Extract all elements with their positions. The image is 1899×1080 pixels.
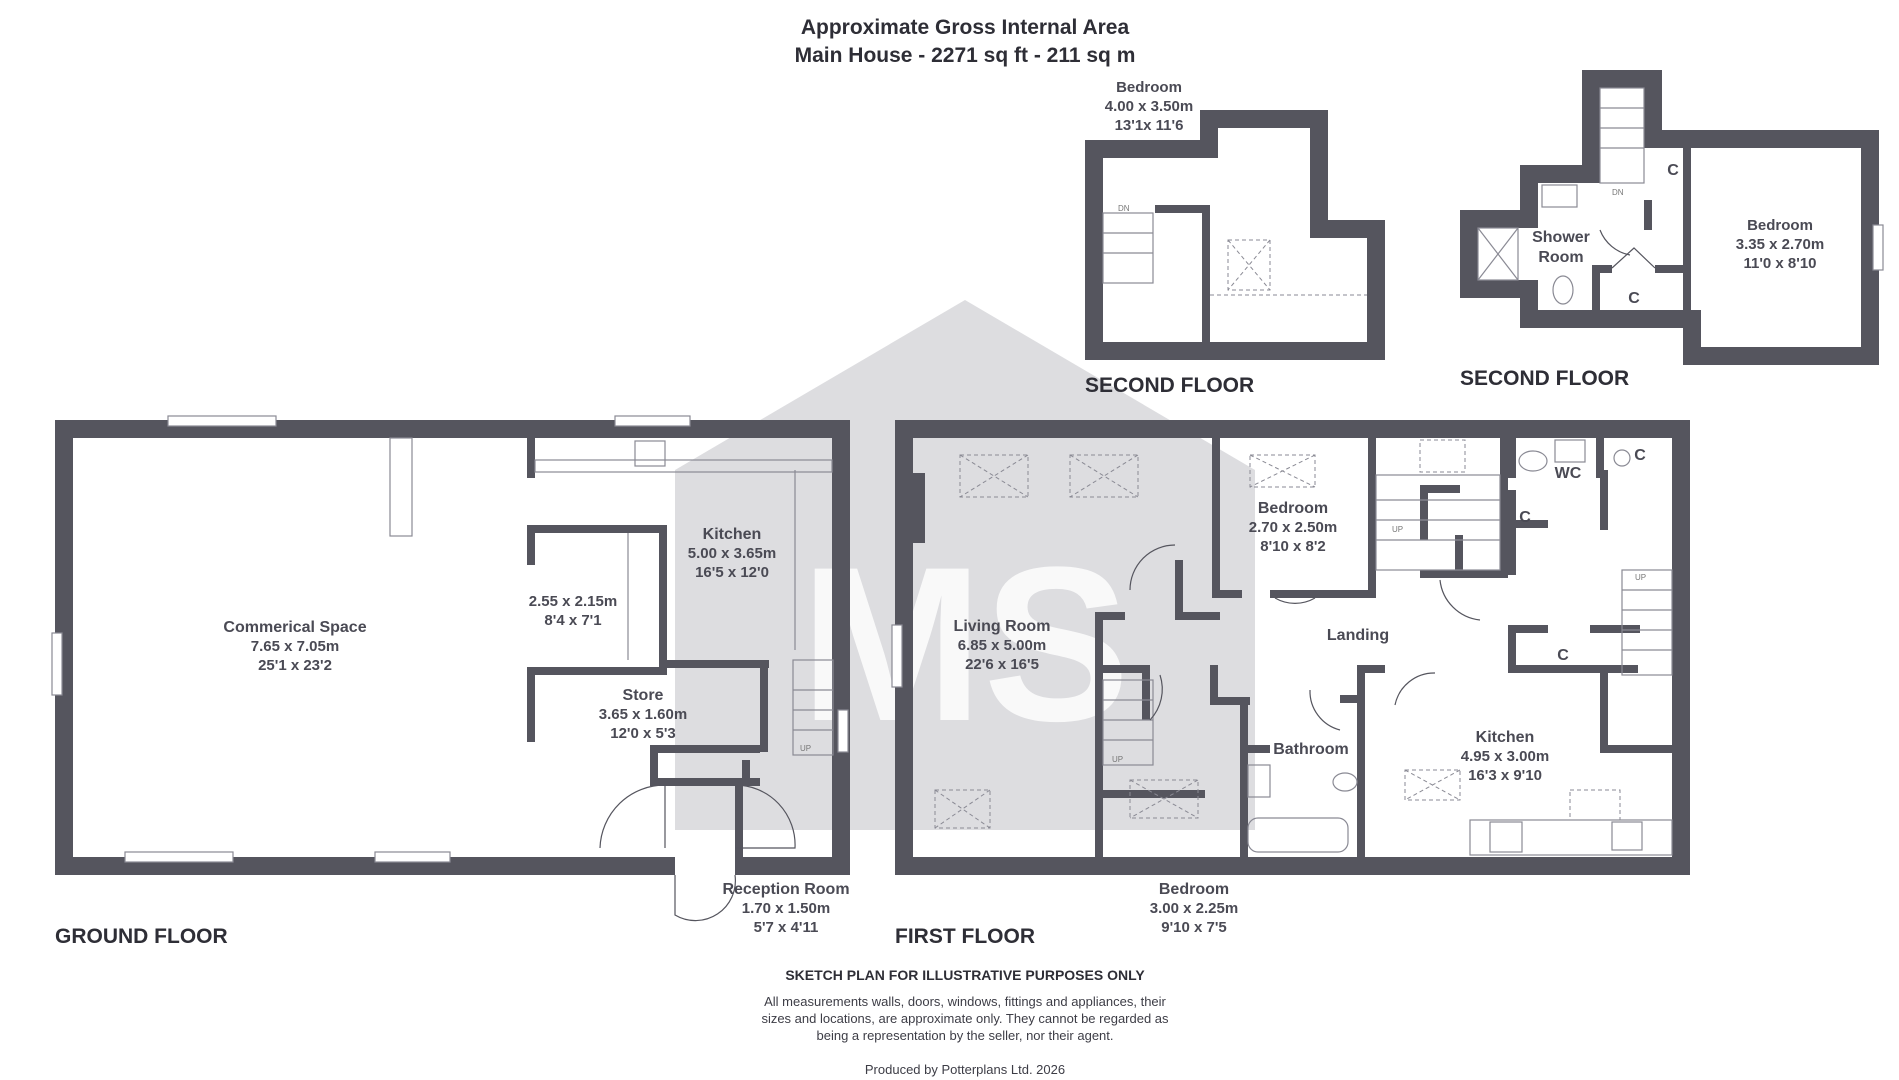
room-label-first-bedroom-1: Bedroom 2.70 x 2.50m 8'10 x 8'2	[1249, 500, 1337, 555]
ground-floor-plan: UP	[51, 415, 850, 922]
svg-text:3.35 x 2.70m: 3.35 x 2.70m	[1736, 236, 1824, 253]
disclaimer-line-2: sizes and locations, are approximate onl…	[761, 1011, 1169, 1026]
svg-text:5.00 x 3.65m: 5.00 x 3.65m	[688, 545, 776, 562]
svg-text:Living Room: Living Room	[954, 618, 1051, 635]
svg-text:6.85 x 5.00m: 6.85 x 5.00m	[958, 637, 1046, 654]
first-stairs-up-b: UP	[1635, 573, 1646, 582]
svg-text:8'10 x 8'2: 8'10 x 8'2	[1260, 538, 1326, 555]
disclaimer-line-3: being a representation by the seller, no…	[816, 1028, 1113, 1043]
first-floor-label: FIRST FLOOR	[895, 925, 1035, 948]
svg-text:2.70 x 2.50m: 2.70 x 2.50m	[1249, 519, 1337, 536]
room-label-shower-room: Shower Room	[1532, 229, 1590, 266]
second-floor-right-label: SECOND FLOOR	[1460, 367, 1629, 390]
svg-text:8'4 x 7'1: 8'4 x 7'1	[544, 612, 601, 629]
room-label-ground-kitchen: Kitchen 5.00 x 3.65m 16'5 x 12'0	[688, 526, 776, 581]
second-right-stairs-down: DN	[1612, 188, 1624, 197]
svg-text:16'5 x 12'0: 16'5 x 12'0	[695, 564, 769, 581]
svg-text:25'1 x 23'2: 25'1 x 23'2	[258, 657, 332, 674]
gross-area-title: Approximate Gross Internal Area	[801, 16, 1130, 39]
first-stairs-up-c: UP	[1112, 755, 1123, 764]
svg-text:22'6 x 16'5: 22'6 x 16'5	[965, 656, 1039, 673]
room-label-reception: Reception Room 1.70 x 1.50m 5'7 x 4'11	[722, 881, 849, 936]
svg-text:Bedroom: Bedroom	[1258, 500, 1328, 517]
svg-text:Bedroom: Bedroom	[1159, 881, 1229, 898]
svg-text:1.70 x 1.50m: 1.70 x 1.50m	[742, 900, 830, 917]
svg-text:4.00 x 3.50m: 4.00 x 3.50m	[1105, 98, 1193, 115]
second-floor-left-plan: DN	[1085, 110, 1385, 360]
svg-text:Store: Store	[623, 687, 664, 704]
room-label-second-bedroom-left: Bedroom 4.00 x 3.50m 13'1x 11'6	[1105, 79, 1193, 134]
svg-text:Room: Room	[1538, 249, 1583, 266]
room-label-bathroom: Bathroom	[1273, 741, 1349, 758]
second-left-stairs-down: DN	[1118, 204, 1130, 213]
svg-text:Commerical Space: Commerical Space	[223, 619, 366, 636]
svg-text:4.95 x 3.00m: 4.95 x 3.00m	[1461, 748, 1549, 765]
svg-text:16'3 x 9'10: 16'3 x 9'10	[1468, 767, 1542, 784]
room-label-living: Living Room 6.85 x 5.00m 22'6 x 16'5	[954, 618, 1051, 673]
producer-credit: Produced by Potterplans Ltd. 2026	[865, 1062, 1065, 1077]
svg-text:Bedroom: Bedroom	[1747, 217, 1813, 234]
disclaimer-line-1: All measurements walls, doors, windows, …	[764, 994, 1166, 1009]
room-label-store: Store 3.65 x 1.60m 12'0 x 5'3	[599, 687, 687, 742]
cupboard-label-3: C	[1557, 647, 1569, 664]
svg-text:Reception Room: Reception Room	[722, 881, 849, 898]
room-label-wc: WC	[1555, 465, 1582, 482]
cupboard-label-4: C	[1667, 162, 1679, 179]
sketch-notice: SKETCH PLAN FOR ILLUSTRATIVE PURPOSES ON…	[785, 967, 1145, 983]
room-label-ground-unnamed: 2.55 x 2.15m 8'4 x 7'1	[529, 593, 617, 629]
room-label-second-bedroom-right: Bedroom 3.35 x 2.70m 11'0 x 8'10	[1736, 217, 1824, 272]
cupboard-label-1: C	[1634, 447, 1646, 464]
svg-text:11'0 x 8'10: 11'0 x 8'10	[1743, 255, 1816, 272]
svg-text:13'1x 11'6: 13'1x 11'6	[1115, 117, 1184, 134]
svg-text:Kitchen: Kitchen	[703, 526, 762, 543]
room-label-landing: Landing	[1327, 627, 1389, 644]
svg-text:9'10 x 7'5: 9'10 x 7'5	[1161, 919, 1227, 936]
first-stairs-up-a: UP	[1392, 525, 1403, 534]
svg-text:7.65 x 7.05m: 7.65 x 7.05m	[251, 638, 339, 655]
gross-area-value: Main House - 2271 sq ft - 211 sq m	[795, 44, 1136, 67]
svg-text:3.00 x 2.25m: 3.00 x 2.25m	[1150, 900, 1238, 917]
room-label-first-bedroom-2: Bedroom 3.00 x 2.25m 9'10 x 7'5	[1150, 881, 1238, 936]
svg-text:12'0 x 5'3: 12'0 x 5'3	[610, 725, 676, 742]
svg-text:Shower: Shower	[1532, 229, 1590, 246]
cupboard-label-2: C	[1519, 509, 1531, 526]
svg-text:2.55 x 2.15m: 2.55 x 2.15m	[529, 593, 617, 610]
second-floor-right-plan: DN	[1460, 70, 1884, 365]
ground-stairs-up: UP	[800, 744, 811, 753]
first-floor-plan: UP UP UP	[891, 420, 1690, 875]
watermark-text: MS	[800, 521, 1130, 767]
room-label-commercial: Commerical Space 7.65 x 7.05m 25'1 x 23'…	[223, 619, 366, 674]
svg-text:5'7 x 4'11: 5'7 x 4'11	[754, 919, 819, 936]
svg-text:3.65 x 1.60m: 3.65 x 1.60m	[599, 706, 687, 723]
room-label-first-kitchen: Kitchen 4.95 x 3.00m 16'3 x 9'10	[1461, 729, 1549, 784]
svg-text:Kitchen: Kitchen	[1476, 729, 1535, 746]
second-floor-left-label: SECOND FLOOR	[1085, 374, 1254, 397]
svg-text:Bedroom: Bedroom	[1116, 79, 1182, 96]
ground-floor-label: GROUND FLOOR	[55, 925, 228, 948]
cupboard-label-5: C	[1628, 290, 1640, 307]
